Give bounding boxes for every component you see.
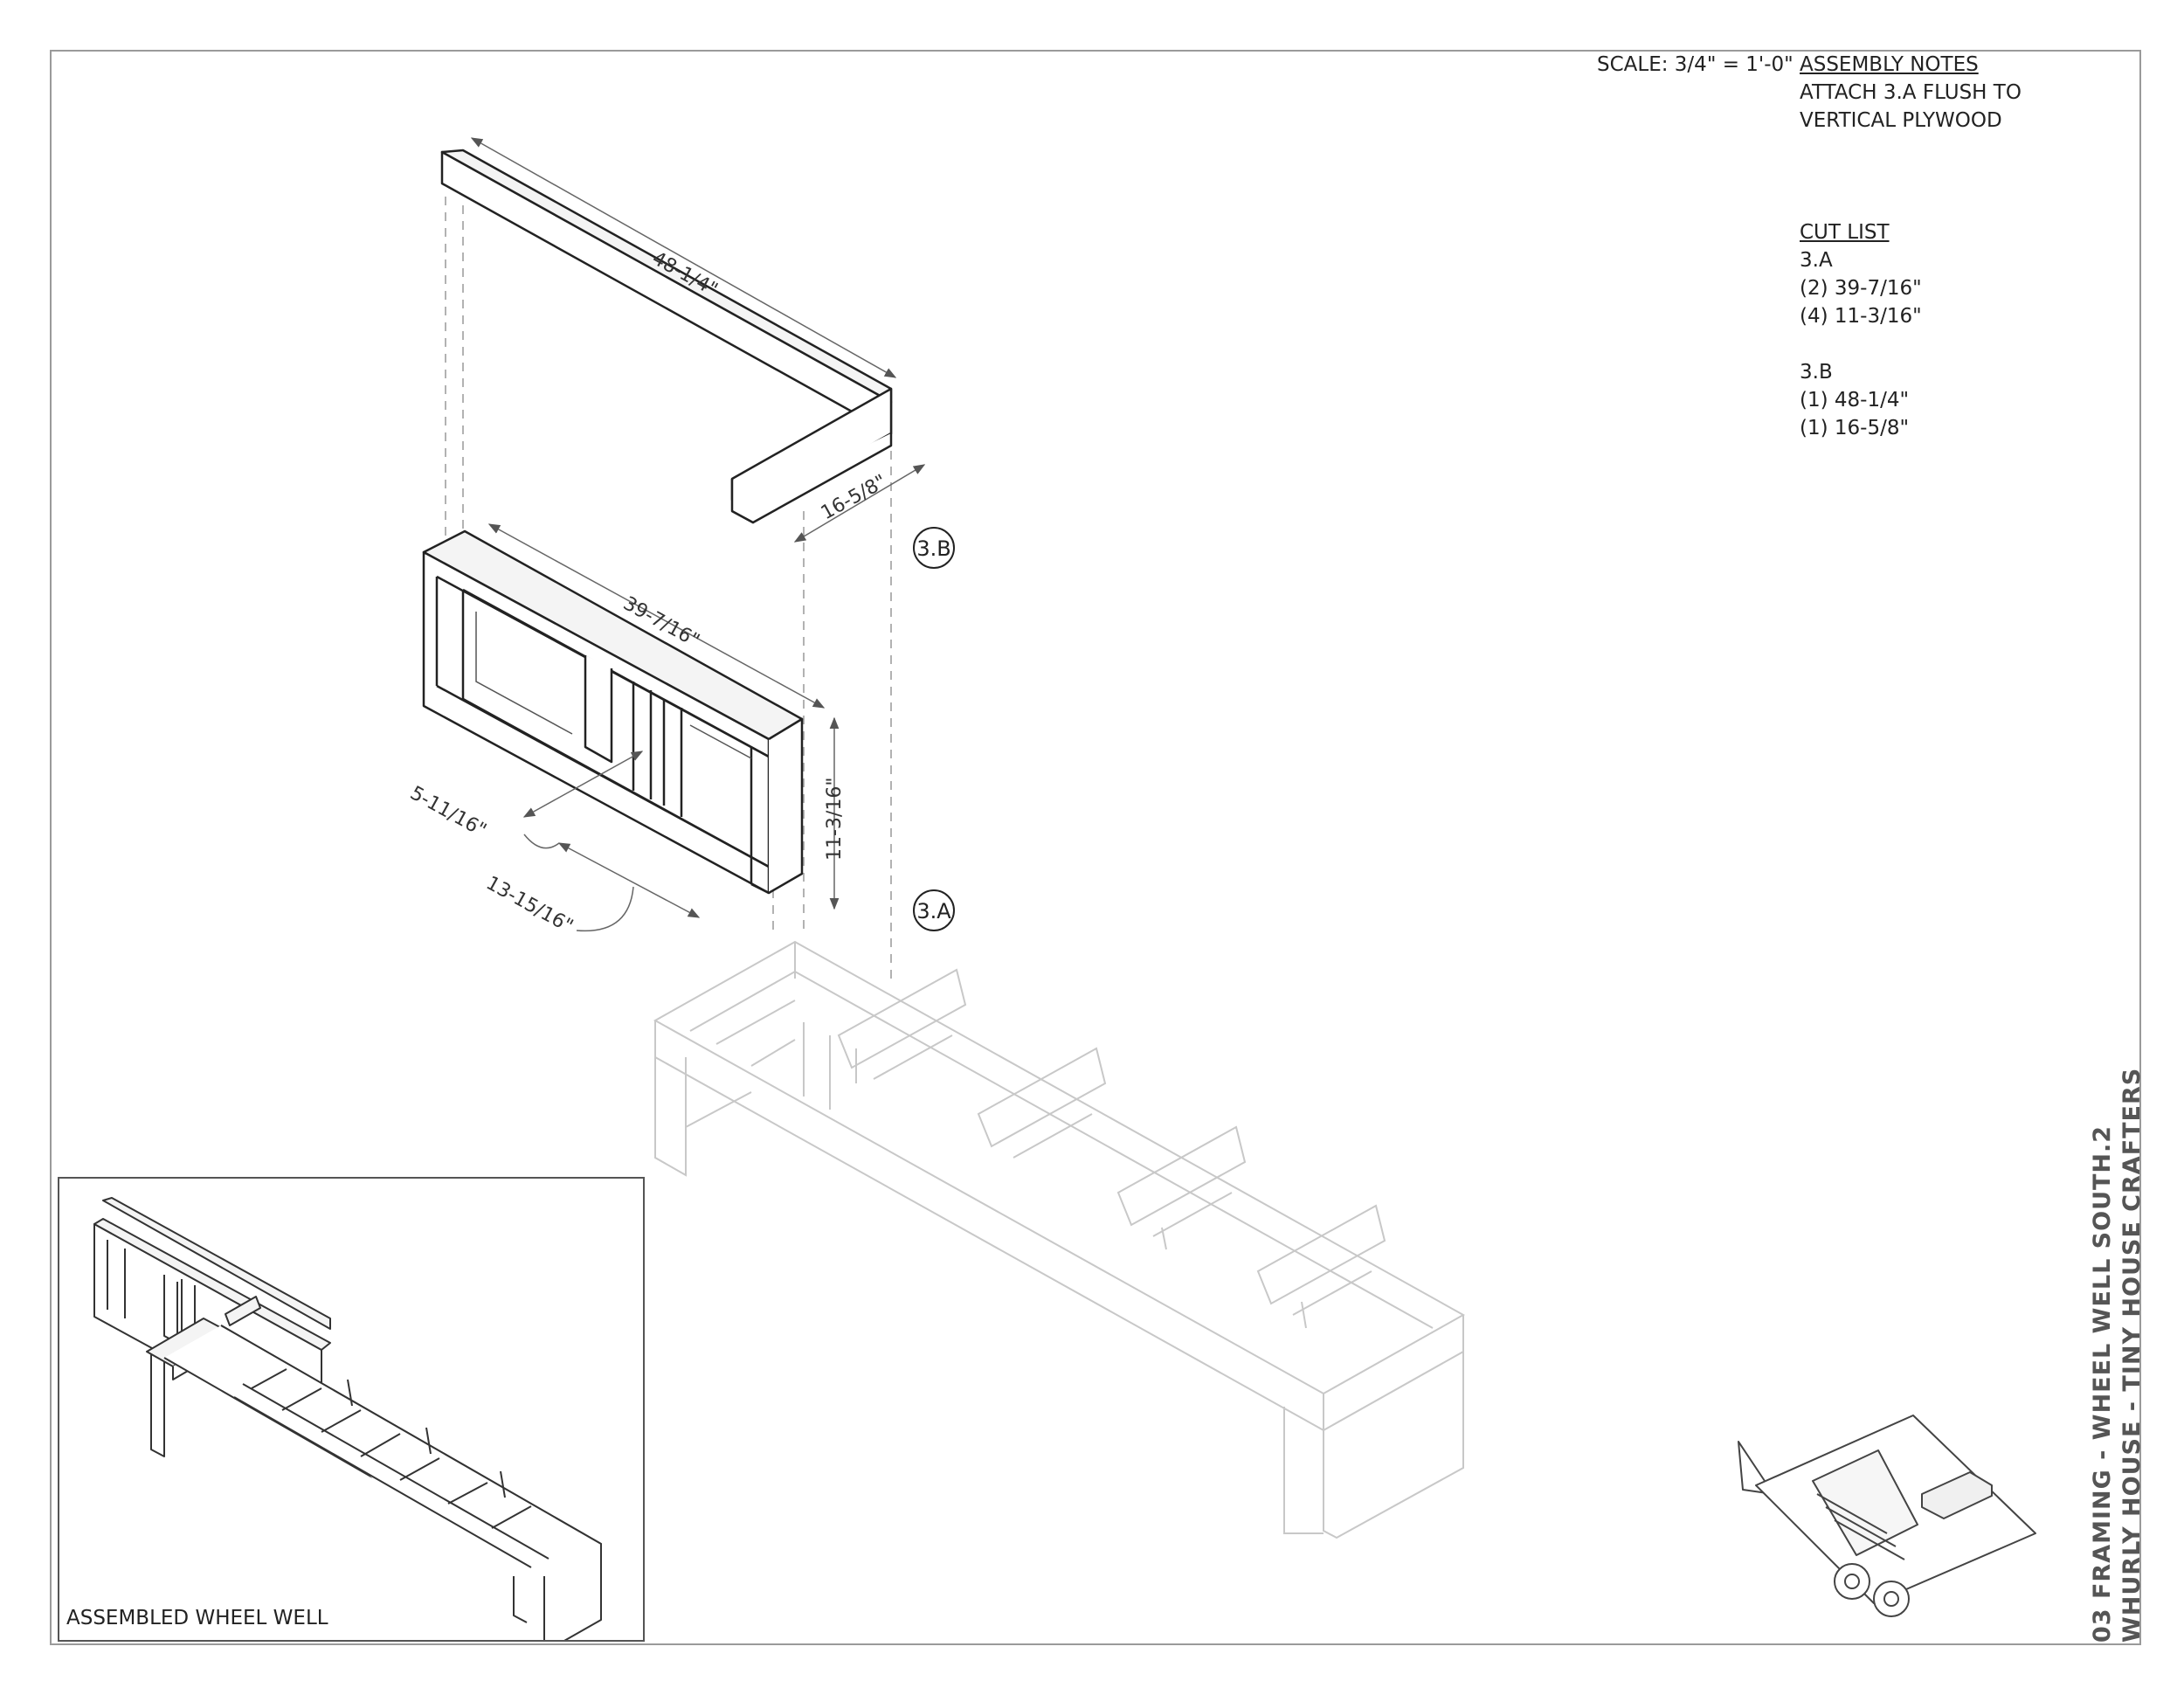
- inset-label: ASSEMBLED WHEEL WELL: [66, 1607, 328, 1629]
- cut-list-group-label: 3.A: [1800, 249, 1833, 272]
- dim-offset-a: 5-11/16": [406, 782, 490, 841]
- cut-list-item: (4) 11-3/16": [1800, 305, 1922, 328]
- scale-note: SCALE: 3/4" = 1'-0": [1597, 53, 1794, 76]
- cut-list-group-label: 3.B: [1800, 361, 1833, 384]
- assembly-note-line: ATTACH 3.A FLUSH TO: [1800, 81, 2022, 104]
- svg-text:3.B: 3.B: [916, 536, 950, 561]
- assembled-view-inset: [58, 1177, 645, 1653]
- assembly-notes-heading: ASSEMBLY NOTES: [1800, 53, 1979, 76]
- svg-text:3.A: 3.A: [916, 899, 951, 924]
- cut-list-heading: CUT LIST: [1800, 221, 1890, 244]
- trailer-thumbnail: [1738, 1415, 2036, 1617]
- title-line-1: 03 FRAMING - WHEEL WELL SOUTH.2: [2089, 1124, 2116, 1643]
- title-line-2: WHURLY HOUSE - TINY HOUSE CRAFTERS: [2118, 1067, 2146, 1643]
- title-block: 03 FRAMING - WHEEL WELL SOUTH.2 WHURLY H…: [2088, 1068, 2147, 1643]
- cut-list-item: (1) 48-1/4": [1800, 389, 1910, 412]
- cut-list-item: (1) 16-5/8": [1800, 417, 1910, 439]
- assembly-note-line: VERTICAL PLYWOOD: [1800, 109, 2002, 132]
- assembled-wheel-well-drawing: [93, 1197, 602, 1653]
- callout-3b: 3.B: [913, 527, 955, 569]
- sheet-border: [50, 50, 2141, 1645]
- dim-offset-b: 13-15/16": [482, 872, 577, 937]
- existing-wheel-well-ghost: [653, 940, 1466, 1539]
- callout-3a: 3.A: [913, 889, 955, 931]
- cut-list-item: (2) 39-7/16": [1800, 277, 1922, 300]
- dimension-lines: [470, 137, 926, 932]
- dim-frame-height: 11-3/16": [824, 778, 846, 861]
